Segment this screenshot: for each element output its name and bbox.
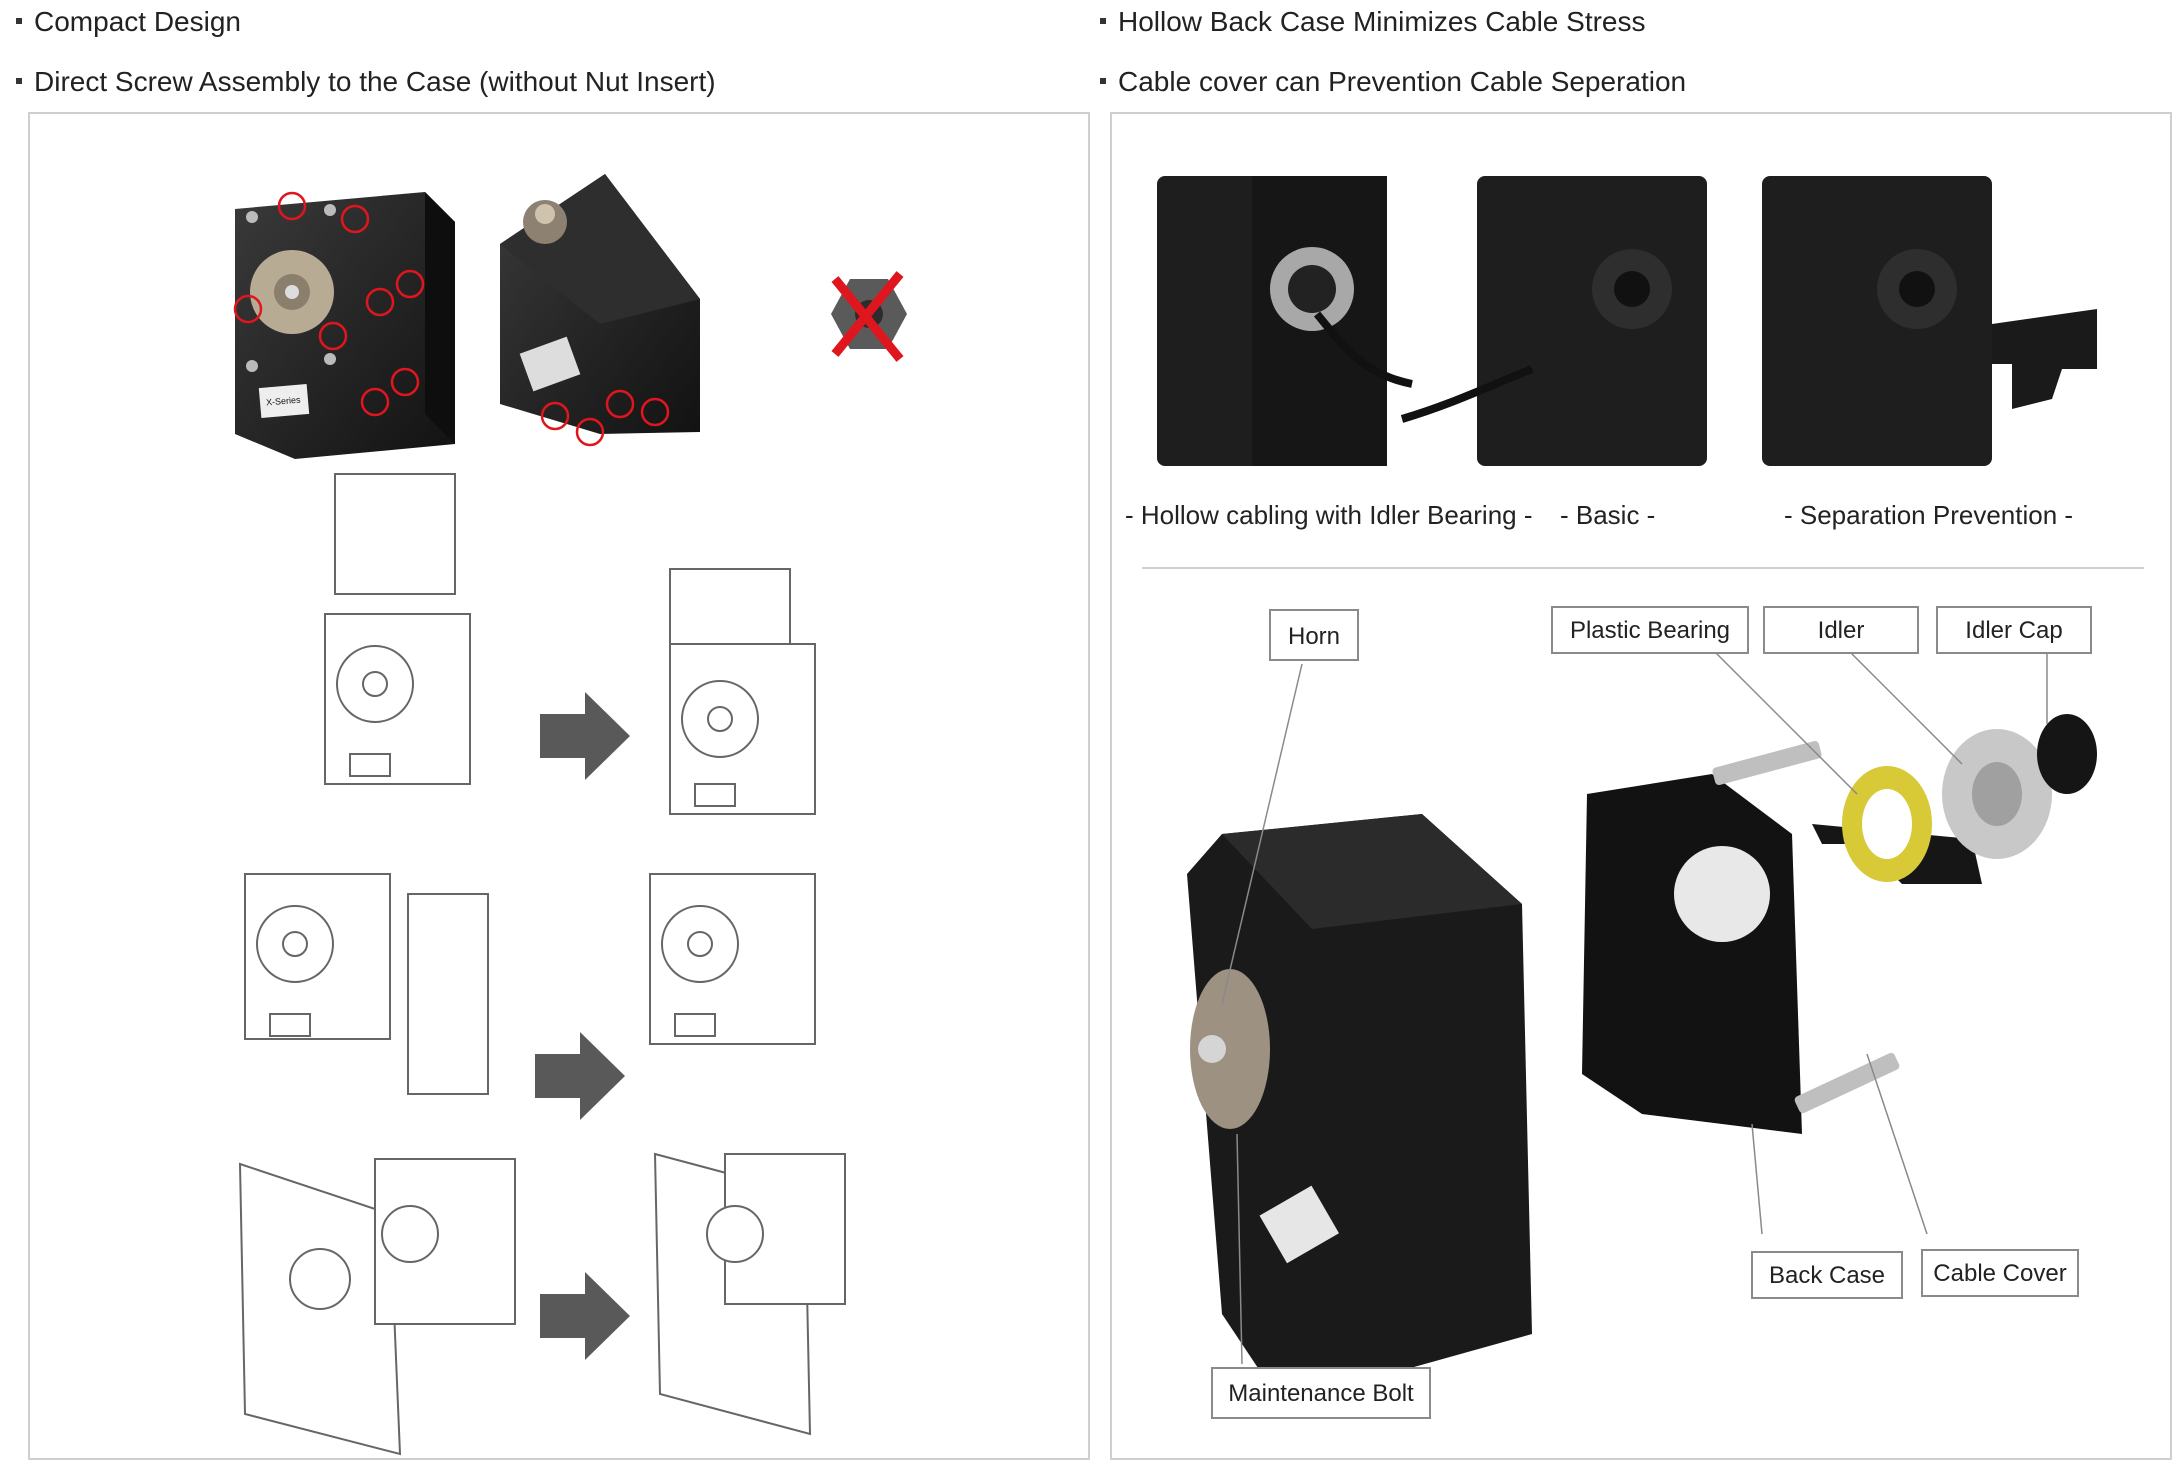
- bullet-compact-design: Compact Design: [16, 6, 241, 38]
- bullet-direct-screw: Direct Screw Assembly to the Case (witho…: [16, 66, 716, 98]
- exploded-bolts: [1712, 740, 1900, 1114]
- label-idler: Idler: [1763, 606, 1919, 654]
- svg-text:Cable Cover: Cable Cover: [1933, 1260, 2066, 1287]
- assembly-step-1-before: [324, 473, 471, 785]
- svg-text:Plastic Bearing: Plastic Bearing: [1570, 617, 1730, 644]
- screw-hole-markers: [233, 191, 425, 417]
- back-case-panel: - Hollow cabling with Idler Bearing - - …: [1110, 112, 2172, 1460]
- servo-photo-angled: [500, 174, 700, 447]
- bullet-hollow-back-case: Hollow Back Case Minimizes Cable Stress: [1100, 6, 1646, 38]
- brand-label: X-Series: [266, 395, 302, 408]
- assembly-step-3-before: [238, 1158, 516, 1456]
- label-maintenance-bolt: Maintenance Bolt: [1211, 1367, 1431, 1419]
- bullet-square-icon: [1100, 17, 1106, 24]
- arrow-icon: [540, 1272, 630, 1360]
- bullet-square-icon: [16, 77, 22, 84]
- svg-text:Idler Cap: Idler Cap: [1965, 617, 2062, 644]
- leader-lines: [1221, 646, 2048, 1365]
- bullet-square-icon: [16, 17, 22, 24]
- assembly-panel: X-Series: [28, 112, 1090, 1460]
- horn-icon: [1190, 969, 1270, 1129]
- exploded-back-case: [1582, 774, 1802, 1134]
- svg-text:Back Case: Back Case: [1769, 1262, 1885, 1289]
- assembly-step-2-before: [244, 873, 489, 1095]
- bullet-cable-cover: Cable cover can Prevention Cable Seperat…: [1100, 66, 1686, 98]
- idler-cap-icon: [2037, 714, 2097, 794]
- back-case-illustration: - Hollow cabling with Idler Bearing - - …: [1125, 176, 2144, 1419]
- servo-photo-front: X-Series: [233, 191, 455, 459]
- label-cable-cover: Cable Cover: [1921, 1249, 2079, 1297]
- label-horn: Horn: [1269, 609, 1359, 661]
- bullet-square-icon: [1100, 77, 1106, 84]
- no-nut-insert-icon: [831, 271, 907, 362]
- assembly-illustration: X-Series: [233, 174, 907, 1456]
- svg-text:Horn: Horn: [1288, 623, 1340, 650]
- caption-basic: - Basic -: [1560, 500, 1655, 530]
- caption-hollow-cabling: - Hollow cabling with Idler Bearing -: [1125, 500, 1533, 530]
- exploded-servo-body: [1187, 814, 1532, 1404]
- servo-hollow-cabling: [1157, 176, 1413, 466]
- servo-basic: [1400, 176, 1707, 466]
- assembly-step-1-after: [669, 568, 816, 815]
- assembly-step-2-after: [649, 873, 816, 1045]
- arrow-icon: [540, 692, 630, 780]
- arrow-icon: [535, 1032, 625, 1120]
- svg-text:Maintenance Bolt: Maintenance Bolt: [1228, 1380, 1414, 1407]
- label-plastic-bearing: Plastic Bearing: [1551, 606, 1749, 654]
- svg-text:Idler: Idler: [1818, 617, 1865, 644]
- servo-separation-prevention: [1762, 176, 2097, 466]
- label-back-case: Back Case: [1751, 1251, 1903, 1299]
- cable-cover-part: [1992, 309, 2097, 409]
- label-idler-cap: Idler Cap: [1936, 606, 2092, 654]
- assembly-step-3-after: [653, 1152, 846, 1436]
- caption-separation-prevention: - Separation Prevention -: [1784, 500, 2073, 530]
